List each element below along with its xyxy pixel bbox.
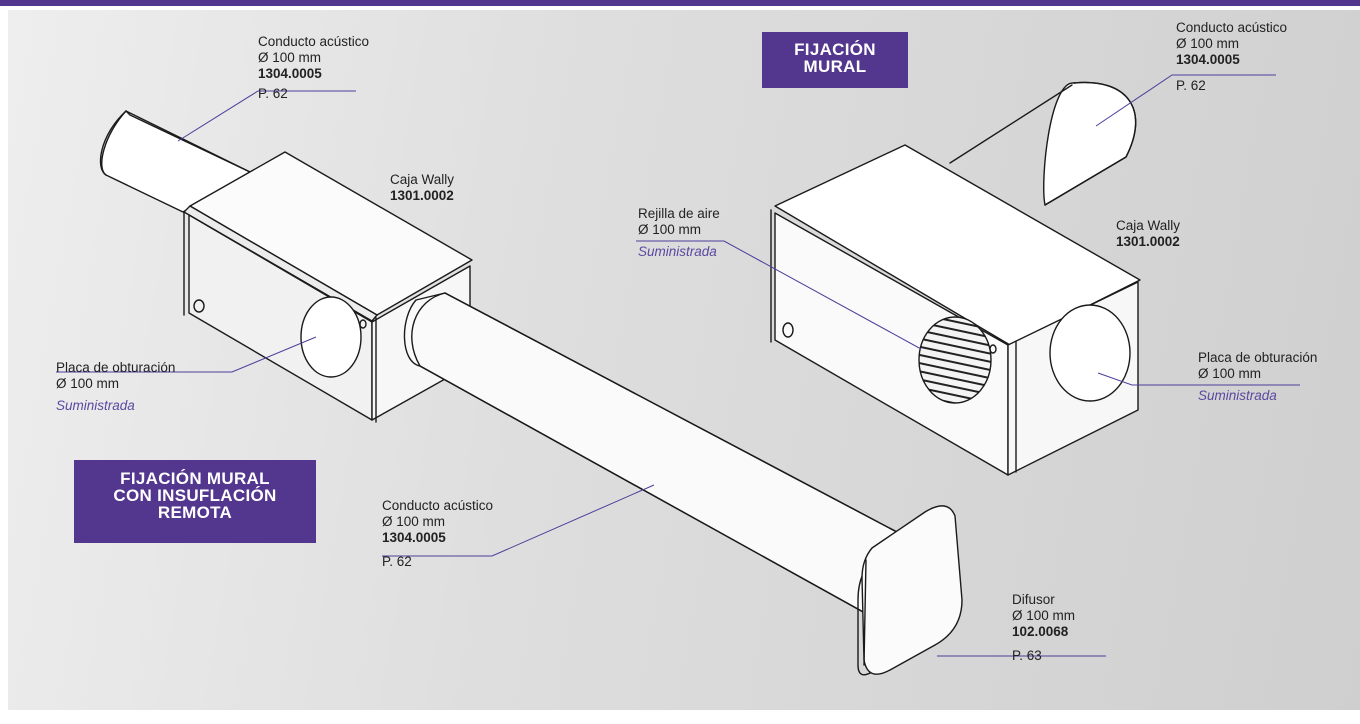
label-diffuser-name: Difusor <box>1012 592 1055 607</box>
leader-lines <box>56 74 1300 657</box>
right-wally-box <box>770 144 1141 476</box>
label-diffuser-code: 102.0068 <box>1012 624 1069 639</box>
label-diffuser-page: P. 63 <box>1012 648 1042 663</box>
label-box-left-name: Caja Wally <box>390 172 455 187</box>
badge-wall-mount: FIJACIÓN MURAL <box>762 32 908 88</box>
label-duct-left-name: Conducto acústico <box>258 34 370 49</box>
badge-wall-mount-line1: FIJACIÓN <box>794 40 876 59</box>
label-plate-right: Placa de obturación Ø 100 mm Suministrad… <box>1198 350 1317 404</box>
label-duct-left-page: P. 62 <box>258 86 288 101</box>
label-grille-right-size: Ø 100 mm <box>638 222 702 237</box>
label-box-right: Caja Wally 1301.0002 <box>1116 218 1180 250</box>
label-plate-right-name: Placa de obturación <box>1198 350 1318 365</box>
label-grille-right: Rejilla de aire Ø 100 mm Suministrada <box>638 206 720 260</box>
label-duct-bottom-name: Conducto acústico <box>382 498 494 513</box>
label-duct-right-code: 1304.0005 <box>1176 52 1240 67</box>
label-duct-left-code: 1304.0005 <box>258 66 322 81</box>
label-box-right-name: Caja Wally <box>1116 218 1181 233</box>
label-duct-bottom: Conducto acústico Ø 100 mm 1304.0005 P. … <box>382 498 493 570</box>
label-grille-right-note: Suministrada <box>638 244 717 259</box>
badge-remote-insufflation: FIJACIÓN MURAL CON INSUFLACIÓN REMOTA <box>74 460 316 543</box>
label-plate-left-note: Suministrada <box>56 398 135 413</box>
label-plate-right-note: Suministrada <box>1198 388 1277 403</box>
label-duct-right-page: P. 62 <box>1176 78 1206 93</box>
label-plate-left-name: Placa de obturación <box>56 360 176 375</box>
label-duct-bottom-code: 1304.0005 <box>382 530 446 545</box>
label-box-left: Caja Wally 1301.0002 <box>390 172 454 204</box>
badge-remote-line3: REMOTA <box>157 503 233 522</box>
label-plate-left-size: Ø 100 mm <box>56 376 120 391</box>
label-duct-left-size: Ø 100 mm <box>258 50 322 65</box>
label-box-right-code: 1301.0002 <box>1116 234 1180 249</box>
label-duct-bottom-page: P. 62 <box>382 554 412 569</box>
top-accent-bar <box>0 0 1360 6</box>
badge-remote-line1: FIJACIÓN MURAL <box>120 469 270 488</box>
label-grille-right-name: Rejilla de aire <box>638 206 720 221</box>
diffuser <box>857 505 963 676</box>
label-diffuser: Difusor Ø 100 mm 102.0068 P. 63 <box>1012 592 1075 664</box>
label-plate-right-size: Ø 100 mm <box>1198 366 1262 381</box>
label-duct-bottom-size: Ø 100 mm <box>382 514 446 529</box>
right-air-grille <box>918 316 992 404</box>
badge-remote-line2: CON INSUFLACIÓN <box>113 486 277 505</box>
label-diffuser-size: Ø 100 mm <box>1012 608 1076 623</box>
label-duct-right-name: Conducto acústico <box>1176 20 1288 35</box>
label-duct-right: Conducto acústico Ø 100 mm 1304.0005 P. … <box>1176 20 1287 94</box>
badge-wall-mount-line2: MURAL <box>803 57 867 76</box>
right-rear-duct <box>949 81 1137 206</box>
label-duct-right-size: Ø 100 mm <box>1176 36 1240 51</box>
label-plate-left: Placa de obturación Ø 100 mm Suministrad… <box>56 360 175 414</box>
label-box-left-code: 1301.0002 <box>390 188 454 203</box>
label-duct-left: Conducto acústico Ø 100 mm 1304.0005 P. … <box>258 34 369 102</box>
